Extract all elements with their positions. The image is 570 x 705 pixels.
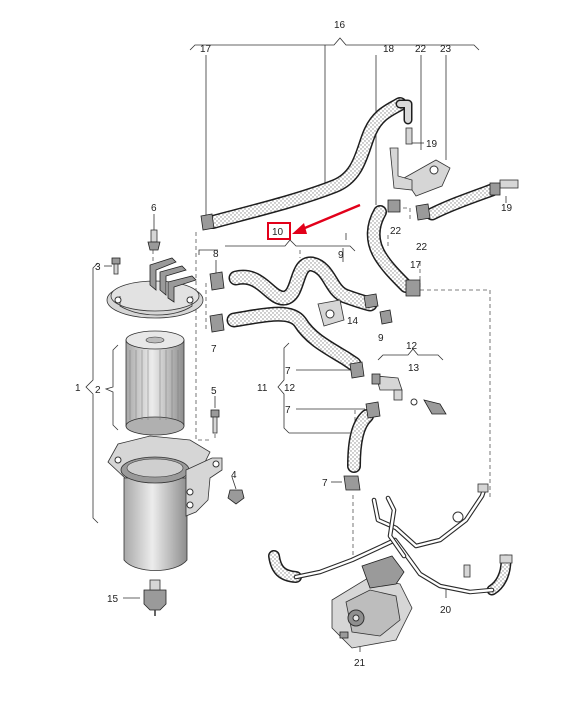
callout-5: 5 bbox=[211, 386, 217, 397]
callout-1: 1 bbox=[75, 383, 81, 394]
hose-10-lower bbox=[226, 306, 362, 372]
highlighted-callout-10[interactable] bbox=[267, 203, 361, 240]
drain-plug bbox=[143, 579, 167, 616]
leader-lines bbox=[85, 37, 507, 652]
callout-7: 7 bbox=[285, 405, 291, 416]
fuel-pipes-20 bbox=[293, 483, 513, 595]
callout-20: 20 bbox=[440, 605, 452, 616]
callout-9: 9 bbox=[378, 333, 384, 344]
callout-17: 17 bbox=[200, 44, 212, 55]
callout-16: 16 bbox=[334, 20, 346, 31]
callout-3: 3 bbox=[95, 262, 101, 273]
hose-11-short bbox=[347, 409, 374, 473]
callout-19: 19 bbox=[426, 139, 438, 150]
filter-element bbox=[125, 330, 185, 436]
red-arrowhead bbox=[292, 223, 307, 234]
callout-labels: 16 17 18 22 23 19 19 6 3 8 10 9 22 22 17… bbox=[75, 20, 513, 669]
callout-22: 22 bbox=[390, 226, 402, 237]
filter-lid bbox=[106, 257, 204, 319]
callout-7: 7 bbox=[211, 344, 217, 355]
callout-2: 2 bbox=[95, 385, 101, 396]
callout-15: 15 bbox=[107, 594, 119, 605]
callout-21: 21 bbox=[354, 658, 366, 669]
callout-7: 7 bbox=[285, 366, 291, 377]
fuel-hoses bbox=[206, 97, 512, 596]
nut-4 bbox=[227, 489, 245, 505]
callout-9: 9 bbox=[338, 250, 344, 261]
hose-16 bbox=[206, 97, 407, 229]
callout-8: 8 bbox=[213, 249, 219, 260]
hose-10-upper bbox=[228, 256, 378, 312]
callout-12: 12 bbox=[406, 341, 418, 352]
callout-12: 12 bbox=[284, 383, 296, 394]
fuel-filter-assembly bbox=[106, 229, 245, 616]
hose-17-right bbox=[366, 205, 413, 293]
bleed-screw bbox=[147, 229, 161, 251]
callout-14: 14 bbox=[347, 316, 359, 327]
callout-18: 18 bbox=[383, 44, 395, 55]
bolt-5 bbox=[210, 409, 220, 434]
callout-10[interactable]: 10 bbox=[272, 227, 284, 238]
hose-22-right bbox=[425, 183, 499, 221]
clamps-and-fittings bbox=[200, 127, 519, 491]
callout-17: 17 bbox=[410, 260, 422, 271]
callout-11: 11 bbox=[257, 383, 268, 394]
red-pointer-arrow bbox=[299, 203, 361, 232]
callout-6: 6 bbox=[151, 203, 157, 214]
hose-20-right bbox=[486, 554, 512, 596]
hose-20-left bbox=[268, 550, 302, 583]
callout-13: 13 bbox=[408, 363, 420, 374]
callout-23: 23 bbox=[440, 44, 452, 55]
callout-22: 22 bbox=[415, 44, 427, 55]
bolt-3 bbox=[111, 257, 121, 275]
callout-4: 4 bbox=[231, 470, 237, 481]
callout-7: 7 bbox=[322, 478, 328, 489]
callout-19: 19 bbox=[501, 203, 513, 214]
filter-housing bbox=[107, 435, 223, 571]
callout-22: 22 bbox=[416, 242, 428, 253]
high-pressure-pump bbox=[331, 555, 413, 649]
